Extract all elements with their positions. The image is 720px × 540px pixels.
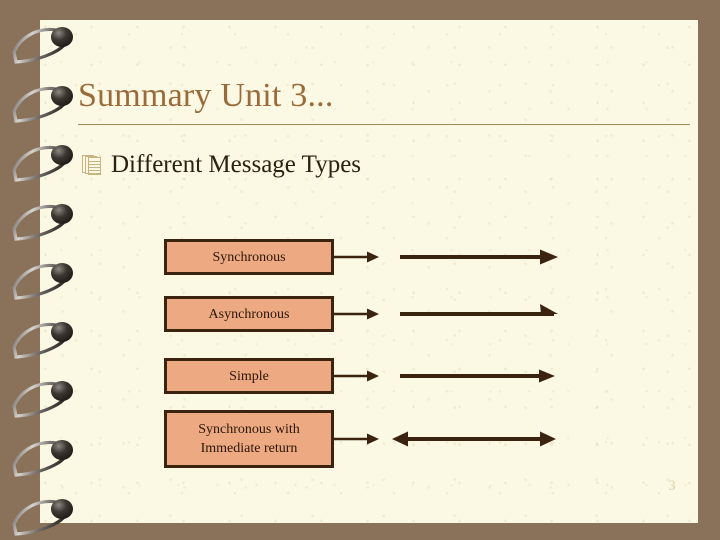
arrow-synchronous-immediate-return bbox=[334, 410, 684, 468]
arrow-synchronous bbox=[334, 239, 684, 275]
message-types-diagram: Synchronous Asynchronous bbox=[164, 239, 558, 468]
page-number: 3 bbox=[668, 478, 676, 494]
message-box-label: Synchronous bbox=[212, 249, 286, 265]
title-underline-rule bbox=[78, 124, 690, 125]
message-box-label-line-2: Immediate return bbox=[200, 441, 298, 456]
message-box-synchronous-immediate-return[interactable]: Synchronous with Immediate return bbox=[164, 410, 334, 468]
bullet-item: Different Message Types bbox=[82, 150, 361, 180]
arrow-asynchronous bbox=[334, 296, 684, 332]
message-box-label-line-1: Synchronous with bbox=[198, 422, 300, 437]
message-box-label: Asynchronous bbox=[208, 306, 290, 322]
arrow-simple bbox=[334, 358, 684, 394]
message-box-synchronous[interactable]: Synchronous bbox=[164, 239, 334, 275]
stacked-pages-icon bbox=[82, 153, 104, 177]
bullet-item-label: Different Message Types bbox=[111, 151, 362, 178]
message-box-asynchronous[interactable]: Asynchronous bbox=[164, 296, 334, 332]
slide-title: Summary Unit 3... bbox=[78, 77, 334, 114]
message-box-label: Simple bbox=[229, 368, 269, 384]
message-box-simple[interactable]: Simple bbox=[164, 358, 334, 394]
